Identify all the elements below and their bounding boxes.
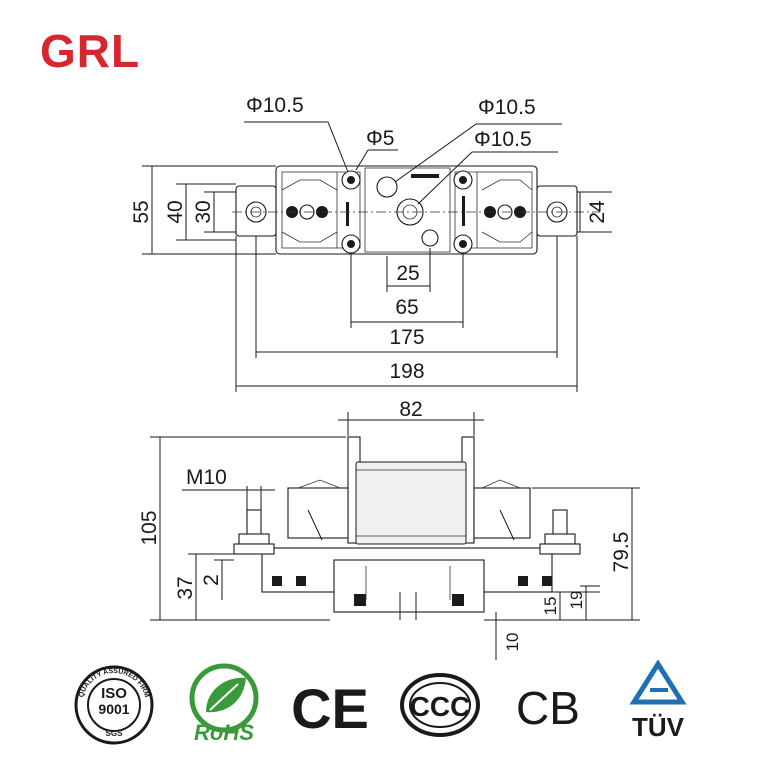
callout-phi5: Φ5 <box>366 127 394 150</box>
fuse-link-body <box>347 436 475 545</box>
top-view-drawing: 55 40 30 24 25 65 175 198 <box>130 94 612 392</box>
dim-55: 55 <box>130 200 153 223</box>
dim-19: 19 <box>567 591 586 610</box>
right-height-dimension <box>577 191 612 233</box>
callout-phi10-5-right-upper: Φ10.5 <box>478 96 536 119</box>
ce-mark: CE <box>291 677 369 740</box>
fuse-base-side <box>261 479 553 620</box>
dim-24: 24 <box>586 200 609 224</box>
left-terminal-lug <box>235 185 328 237</box>
dim-65: 65 <box>395 296 418 319</box>
dim-82: 82 <box>399 400 422 421</box>
dim-37: 37 <box>174 576 197 599</box>
ccc-text: CCC <box>410 691 471 722</box>
dim-15: 15 <box>541 597 560 616</box>
dim-25: 25 <box>396 262 419 285</box>
mounting-holes <box>341 170 473 254</box>
tuv-logo: TÜV <box>629 660 687 742</box>
cb-mark: CB <box>516 682 580 734</box>
iso-9001-logo: QUALITY ASSURED FIRM ISO 9001 SGS <box>74 665 154 745</box>
left-height-dimensions <box>142 165 276 255</box>
callout-phi10-5-right-lower: Φ10.5 <box>474 128 532 151</box>
brand-logo: GRL <box>40 25 141 77</box>
dim-175: 175 <box>389 326 424 349</box>
hole-callout-leaders <box>244 121 562 205</box>
ccc-logo: CCC <box>400 673 480 737</box>
dim-2: 2 <box>200 574 223 586</box>
dim-40: 40 <box>164 200 187 223</box>
iso-label: ISO <box>101 685 127 702</box>
dim-m10: M10 <box>186 466 227 489</box>
dim-198: 198 <box>389 360 424 383</box>
terminal-bolts <box>233 509 581 555</box>
iso-number: 9001 <box>98 701 129 717</box>
iso-sgs: SGS <box>106 729 124 738</box>
callout-phi10-5-left: Φ10.5 <box>246 94 304 117</box>
dim-10: 10 <box>503 633 522 652</box>
bottom-width-dimensions <box>235 236 578 392</box>
tuv-text: TÜV <box>632 712 685 742</box>
dim-79-5: 79.5 <box>610 532 633 573</box>
dim-105: 105 <box>138 510 161 545</box>
certification-logos: QUALITY ASSURED FIRM ISO 9001 SGS RoHS C… <box>74 660 687 745</box>
side-view-drawing: 82 M10 105 37 2 79.5 15 19 10 <box>138 400 640 660</box>
rohs-text: RoHS <box>194 720 254 745</box>
rohs-logo: RoHS <box>189 663 259 745</box>
dim-30: 30 <box>192 200 215 223</box>
